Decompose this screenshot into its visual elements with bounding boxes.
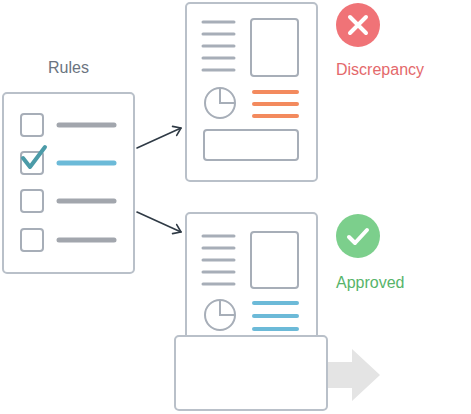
text-lines	[203, 22, 234, 70]
node-heading: Rules	[2, 58, 135, 78]
highlight-line	[254, 301, 297, 305]
rule-line	[59, 238, 114, 243]
output-tray	[175, 336, 327, 410]
node-heading: Discrepancy	[336, 60, 424, 80]
checkbox	[21, 114, 43, 136]
text-line	[203, 33, 234, 36]
rules-panel: Rules	[2, 92, 135, 274]
highlight-line	[254, 114, 297, 118]
status-circle	[336, 3, 380, 47]
check-mark	[23, 147, 45, 167]
document-card: Discrepancy	[185, 2, 318, 182]
checkboxes	[21, 114, 43, 251]
bottom-document-content	[203, 232, 298, 330]
discrepancy-icon	[336, 3, 380, 47]
cross-mark	[350, 17, 366, 33]
text-line	[203, 69, 234, 72]
text-line	[203, 259, 234, 262]
status-circle	[336, 214, 380, 258]
text-line	[203, 21, 234, 24]
highlight-line	[254, 327, 297, 331]
rule-line	[59, 123, 114, 128]
pie-chart	[205, 300, 235, 330]
check-mark	[349, 230, 367, 243]
text-line	[203, 45, 234, 48]
checkbox	[21, 190, 43, 212]
footer-box	[204, 130, 298, 160]
text-line	[203, 247, 234, 250]
approved-icon	[336, 214, 380, 258]
text-line	[203, 271, 234, 274]
discrepancy-lines	[254, 92, 297, 116]
rule-lines	[59, 125, 114, 240]
highlight-line	[254, 90, 297, 94]
approved-lines	[254, 303, 297, 329]
node-heading: Approved	[336, 273, 405, 293]
highlight-line	[254, 314, 297, 318]
top-document-content	[203, 19, 298, 160]
flow-arrow	[137, 212, 181, 232]
pie-chart	[205, 88, 235, 118]
rule-line	[59, 199, 114, 204]
text-line	[203, 283, 234, 286]
pie-slice	[220, 300, 235, 315]
pie-slice	[220, 88, 235, 103]
image-placeholder	[251, 232, 298, 288]
rule-line-active	[59, 161, 114, 166]
text-line	[203, 57, 234, 60]
highlight-line	[254, 102, 297, 106]
checkbox	[21, 229, 43, 251]
text-line	[203, 235, 234, 238]
flow-arrow	[137, 128, 181, 148]
image-placeholder	[251, 19, 298, 76]
text-lines	[203, 236, 234, 284]
